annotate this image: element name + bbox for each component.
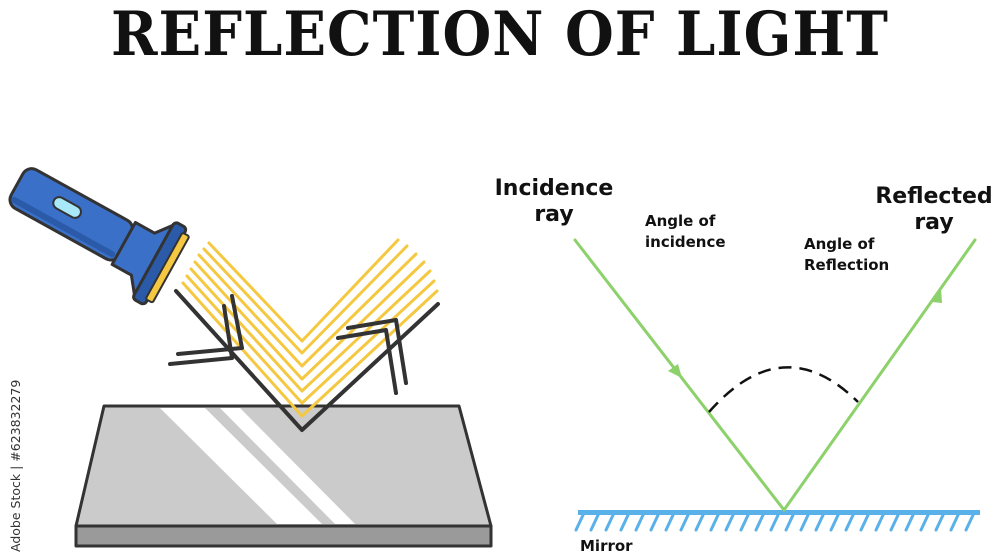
- page-title: REFLECTION OF LIGHT: [111, 0, 889, 71]
- incidence-ray-label: Incidence ray: [494, 176, 614, 227]
- glass-shine: [160, 408, 322, 524]
- angle-of-reflection-label: Angle of Reflection: [804, 235, 890, 274]
- flashlight-icon: [8, 167, 190, 306]
- mirror: [574, 510, 980, 532]
- angle-of-incidence-label: Angle of incidence: [645, 212, 726, 251]
- angle-arc: [708, 366, 859, 413]
- mirror-hatching: [574, 511, 976, 532]
- light-beams: [174, 238, 440, 432]
- stock-watermark: Adobe Stock | #623832279: [8, 379, 23, 552]
- glass-plate: [74, 404, 493, 548]
- incidence-ray-arrowhead: [668, 364, 682, 378]
- mirror-label: Mirror: [580, 537, 633, 555]
- reflected-ray-arrowhead: [932, 288, 942, 303]
- arrow-chevron-icon: [336, 318, 408, 395]
- reflected-ray-line: [782, 238, 977, 512]
- arrow-chevron-icon: [168, 294, 244, 366]
- reflected-ray-label: Reflected ray: [875, 184, 993, 235]
- glass-shine: [220, 408, 355, 524]
